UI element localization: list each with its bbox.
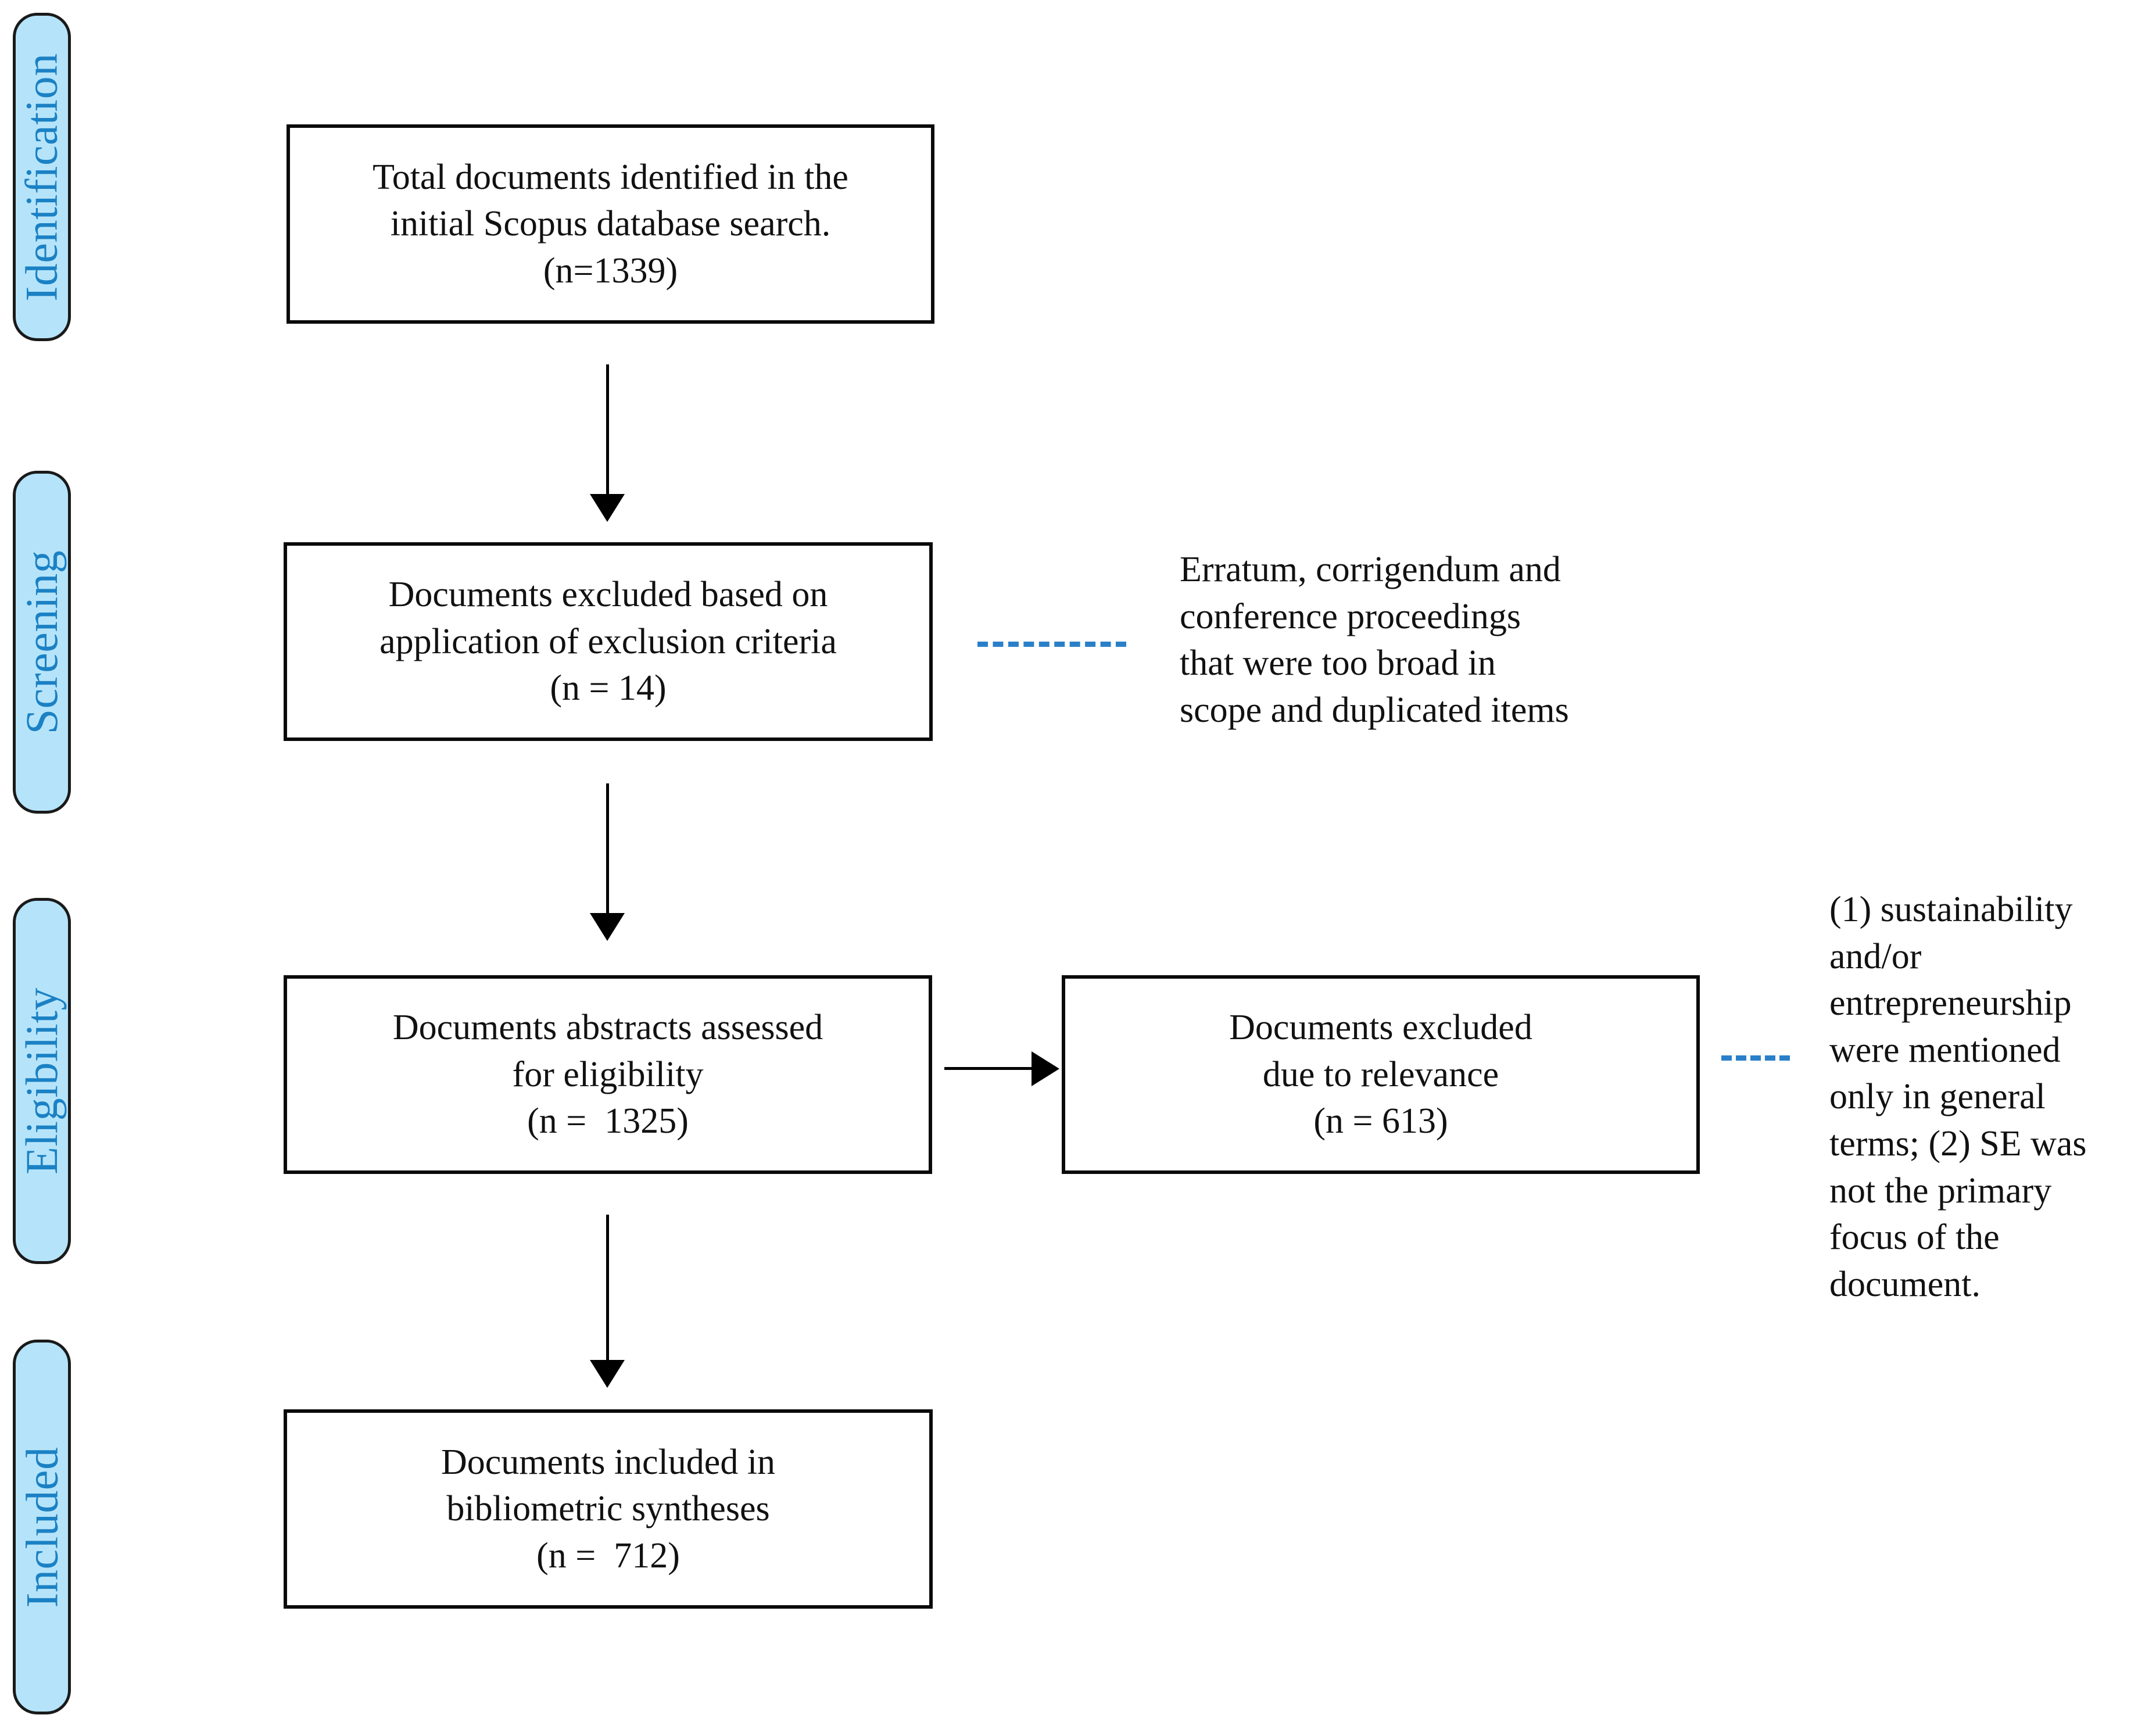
- box-documents-excluded-relevance: Documents excluded due to relevance (n =…: [1062, 975, 1700, 1174]
- box-identified-line-2: initial Scopus database search.: [390, 204, 831, 244]
- box-included-line-2: bibliometric syntheses: [446, 1489, 770, 1529]
- dashed-connector-eligibility-note: [1721, 1055, 1790, 1061]
- box-excluded-criteria-line-2: application of exclusion criteria: [379, 621, 837, 661]
- box-excluded-criteria-count: (n = 14): [550, 668, 667, 708]
- stage-pill-eligibility: Eligibility: [13, 898, 71, 1264]
- box-assessed-count: (n = 1325): [527, 1101, 689, 1141]
- stage-label-identification: Identification: [16, 52, 67, 302]
- arrow-excluded-to-assessed-head: [590, 913, 625, 941]
- arrow-identified-to-excluded-head: [590, 494, 625, 522]
- arrow-assessed-to-included-line: [606, 1215, 609, 1363]
- box-excluded-criteria-line-1: Documents excluded based on: [388, 575, 828, 615]
- arrow-assessed-to-relevance-line: [944, 1067, 1034, 1070]
- stage-pill-identification: Identification: [13, 13, 71, 341]
- note-screening-exclusion-reasons: Erratum, corrigendum and conference proc…: [1180, 550, 1569, 730]
- box-included-count: (n = 712): [536, 1535, 680, 1576]
- box-excluded-relevance-count: (n = 613): [1313, 1101, 1448, 1141]
- stage-pill-screening: Screening: [13, 471, 71, 814]
- box-documents-excluded-criteria: Documents excluded based on application …: [284, 542, 933, 741]
- box-identified-line-1: Total documents identified in the: [373, 157, 848, 197]
- note-eligibility-exclusion-reasons: (1) sustainability and/or entrepreneursh…: [1829, 890, 2087, 1304]
- box-assessed-line-2: for eligibility: [512, 1054, 704, 1094]
- stage-label-screening: Screening: [16, 550, 67, 735]
- arrow-identified-to-excluded-line: [606, 364, 609, 497]
- stage-label-included: Included: [16, 1447, 67, 1608]
- arrow-assessed-to-included-head: [590, 1360, 625, 1388]
- box-assessed-line-1: Documents abstracts assessed: [392, 1008, 823, 1048]
- dashed-connector-screening-note: [977, 642, 1126, 647]
- arrow-assessed-to-relevance-head: [1032, 1051, 1059, 1086]
- arrow-excluded-to-assessed-line: [606, 783, 609, 916]
- box-included-line-1: Documents included in: [440, 1442, 776, 1482]
- box-excluded-relevance-line-1: Documents excluded: [1229, 1008, 1532, 1048]
- stage-pill-included: Included: [13, 1340, 71, 1714]
- box-documents-abstracts-assessed: Documents abstracts assessed for eligibi…: [284, 975, 932, 1174]
- box-identified-count: (n=1339): [543, 250, 678, 291]
- box-excluded-relevance-line-2: due to relevance: [1262, 1054, 1499, 1094]
- box-documents-included-syntheses: Documents included in bibliometric synth…: [284, 1409, 933, 1609]
- box-total-documents-identified: Total documents identified in the initia…: [286, 124, 934, 324]
- stage-label-eligibility: Eligibility: [16, 987, 67, 1175]
